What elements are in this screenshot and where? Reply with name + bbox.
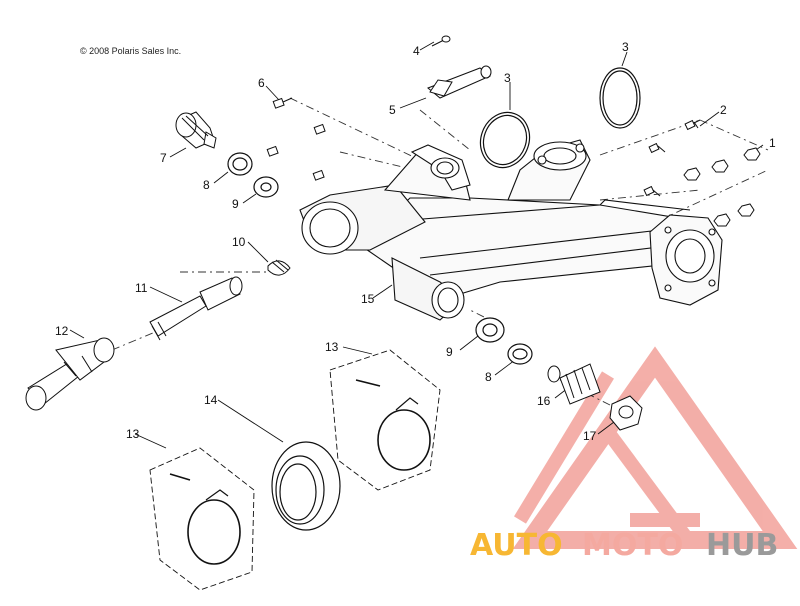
callout-12: 12: [55, 324, 69, 338]
callout-9-lower: 9: [446, 345, 453, 359]
callout-3-left: 3: [504, 71, 511, 85]
watermark-triangle: [512, 346, 798, 549]
spline-shaft-part-7: [175, 111, 217, 149]
callout-6: 6: [258, 76, 265, 90]
spring-part-10: [267, 259, 291, 276]
watermark-triangle-inner: [514, 371, 614, 524]
clamp-part-13-lower: [149, 447, 255, 591]
callout-labels: 1 2 3 3 4 5 6 7 8 8 9 9 10 11 12 13 13 1…: [55, 40, 776, 443]
callout-13-upper: 13: [325, 340, 339, 354]
callout-14: 14: [204, 393, 218, 407]
nut-part-1: [683, 147, 761, 227]
clamp-part-13-upper: [329, 349, 441, 491]
callout-9-upper: 9: [232, 197, 239, 211]
watermark-text-hub: HUB: [706, 528, 778, 563]
clamp-part-5: [427, 65, 492, 99]
callout-15: 15: [361, 292, 375, 306]
bearing-part-9: [253, 176, 505, 343]
callout-17: 17: [583, 429, 597, 443]
swing-arm-part-15: [299, 139, 723, 321]
spline-stub-part-16: [547, 363, 601, 405]
callout-13-lower: 13: [126, 427, 140, 441]
callout-3-right: 3: [622, 40, 629, 54]
callout-2: 2: [720, 103, 727, 117]
callout-16: 16: [537, 394, 551, 408]
nut-part-17: [609, 395, 643, 431]
boot-part-14: [271, 441, 341, 531]
callout-11: 11: [135, 281, 148, 295]
callout-4: 4: [413, 44, 420, 58]
leader-lines: [69, 41, 764, 449]
o-ring-part-3: [479, 67, 641, 169]
callout-8-lower: 8: [485, 370, 492, 384]
watermark-logo: AUTO MOTO HUB: [470, 346, 798, 563]
bolt-part-6: [266, 97, 326, 181]
seal-part-8: [227, 152, 533, 365]
callout-7: 7: [160, 151, 167, 165]
watermark-text-auto: AUTO: [470, 528, 563, 563]
bolt-part-2: [643, 119, 701, 197]
drive-shaft-part-11: [149, 276, 243, 341]
callout-1: 1: [769, 136, 776, 150]
screw-part-4: [431, 35, 451, 47]
callout-8-upper: 8: [203, 178, 210, 192]
copyright-text: © 2008 Polaris Sales Inc.: [80, 46, 182, 56]
callout-10: 10: [232, 235, 246, 249]
callout-5: 5: [389, 103, 396, 117]
watermark-text-moto: MOTO: [582, 528, 683, 563]
u-joint-part-12: [25, 337, 115, 411]
